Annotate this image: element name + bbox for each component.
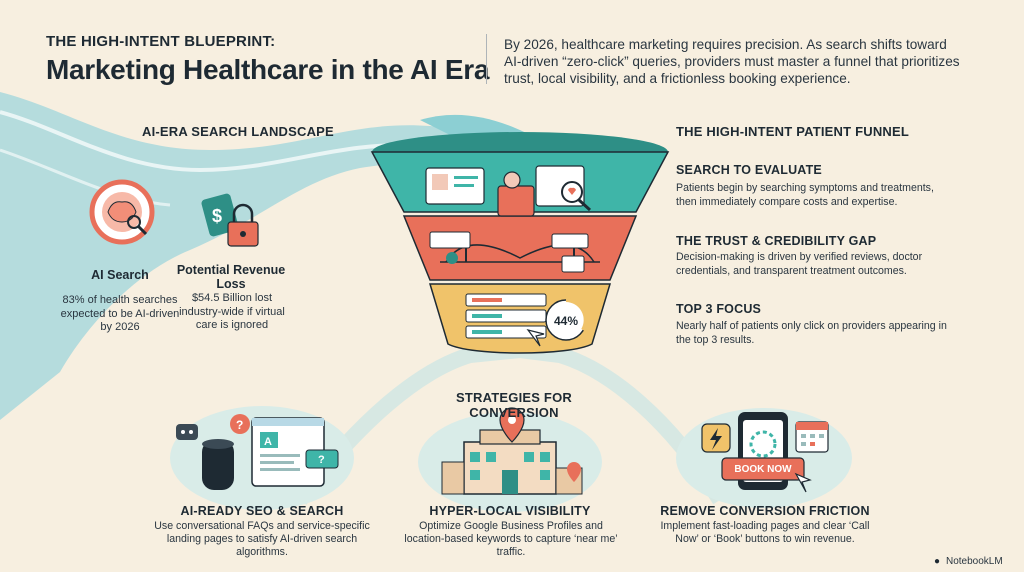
intro-paragraph: By 2026, healthcare marketing requires p… xyxy=(504,37,960,86)
calendar-icon xyxy=(795,421,829,453)
ai-search-title: AI Search xyxy=(91,268,149,282)
brand-label: NotebookLM xyxy=(946,556,1003,567)
river-stream xyxy=(0,92,520,420)
percent-badge: 44% xyxy=(553,314,579,328)
funnel-stage-title: TOP 3 FOCUS xyxy=(676,302,762,316)
funnel-stage-body: Patients begin by searching symptoms and… xyxy=(676,182,934,208)
strategy-title: REMOVE CONVERSION FRICTION xyxy=(660,504,870,518)
strategies-heading: STRATEGIES FOR CONVERSION xyxy=(456,390,572,420)
brand-logo-icon: ● xyxy=(934,556,941,567)
book-now-button: BOOK NOW xyxy=(734,464,792,475)
revenue-loss-title: Potential Revenue Loss xyxy=(176,263,286,291)
strategy-title: HYPER-LOCAL VISIBILITY xyxy=(429,504,591,518)
header-kicker: THE HIGH-INTENT BLUEPRINT: xyxy=(46,33,276,50)
revenue-loss-body: $54.5 Billion lost industry-wide if virt… xyxy=(179,292,285,331)
page-title: Marketing Healthcare in the AI Era xyxy=(46,54,490,85)
clinic-building-icon xyxy=(441,429,583,495)
ai-search-body: 83% of health searches expected to be AI… xyxy=(60,294,180,333)
funnel-stage-body: Decision-making is driven by verified re… xyxy=(676,251,923,277)
svg-text:$: $ xyxy=(212,206,222,226)
revenue-lock-icon: $ xyxy=(201,193,259,247)
strategy-body: Optimize Google Business Profiles and lo… xyxy=(404,520,618,558)
map-pin-icon xyxy=(499,407,525,443)
strategy-body: Implement fast-loading pages and clear ‘… xyxy=(660,520,870,545)
book-now-button-shape xyxy=(721,457,805,481)
strategy-title: AI-READY SEO & SEARCH xyxy=(180,504,344,518)
svg-text:A: A xyxy=(264,436,272,448)
lightning-icon xyxy=(701,423,731,453)
funnel-stage-title: THE TRUST & CREDIBILITY GAP xyxy=(676,234,877,248)
landscape-heading: AI-ERA SEARCH LANDSCAPE xyxy=(142,124,334,139)
strategy-body: Use conversational FAQs and service-spec… xyxy=(154,520,370,558)
svg-text:?: ? xyxy=(318,454,325,466)
funnel-stage-title: SEARCH TO EVALUATE xyxy=(676,163,822,177)
header-divider xyxy=(486,34,487,84)
funnel-heading: THE HIGH-INTENT PATIENT FUNNEL xyxy=(676,124,910,139)
funnel-stage-body: Nearly half of patients only click on pr… xyxy=(676,320,947,346)
svg-text:?: ? xyxy=(236,418,243,432)
